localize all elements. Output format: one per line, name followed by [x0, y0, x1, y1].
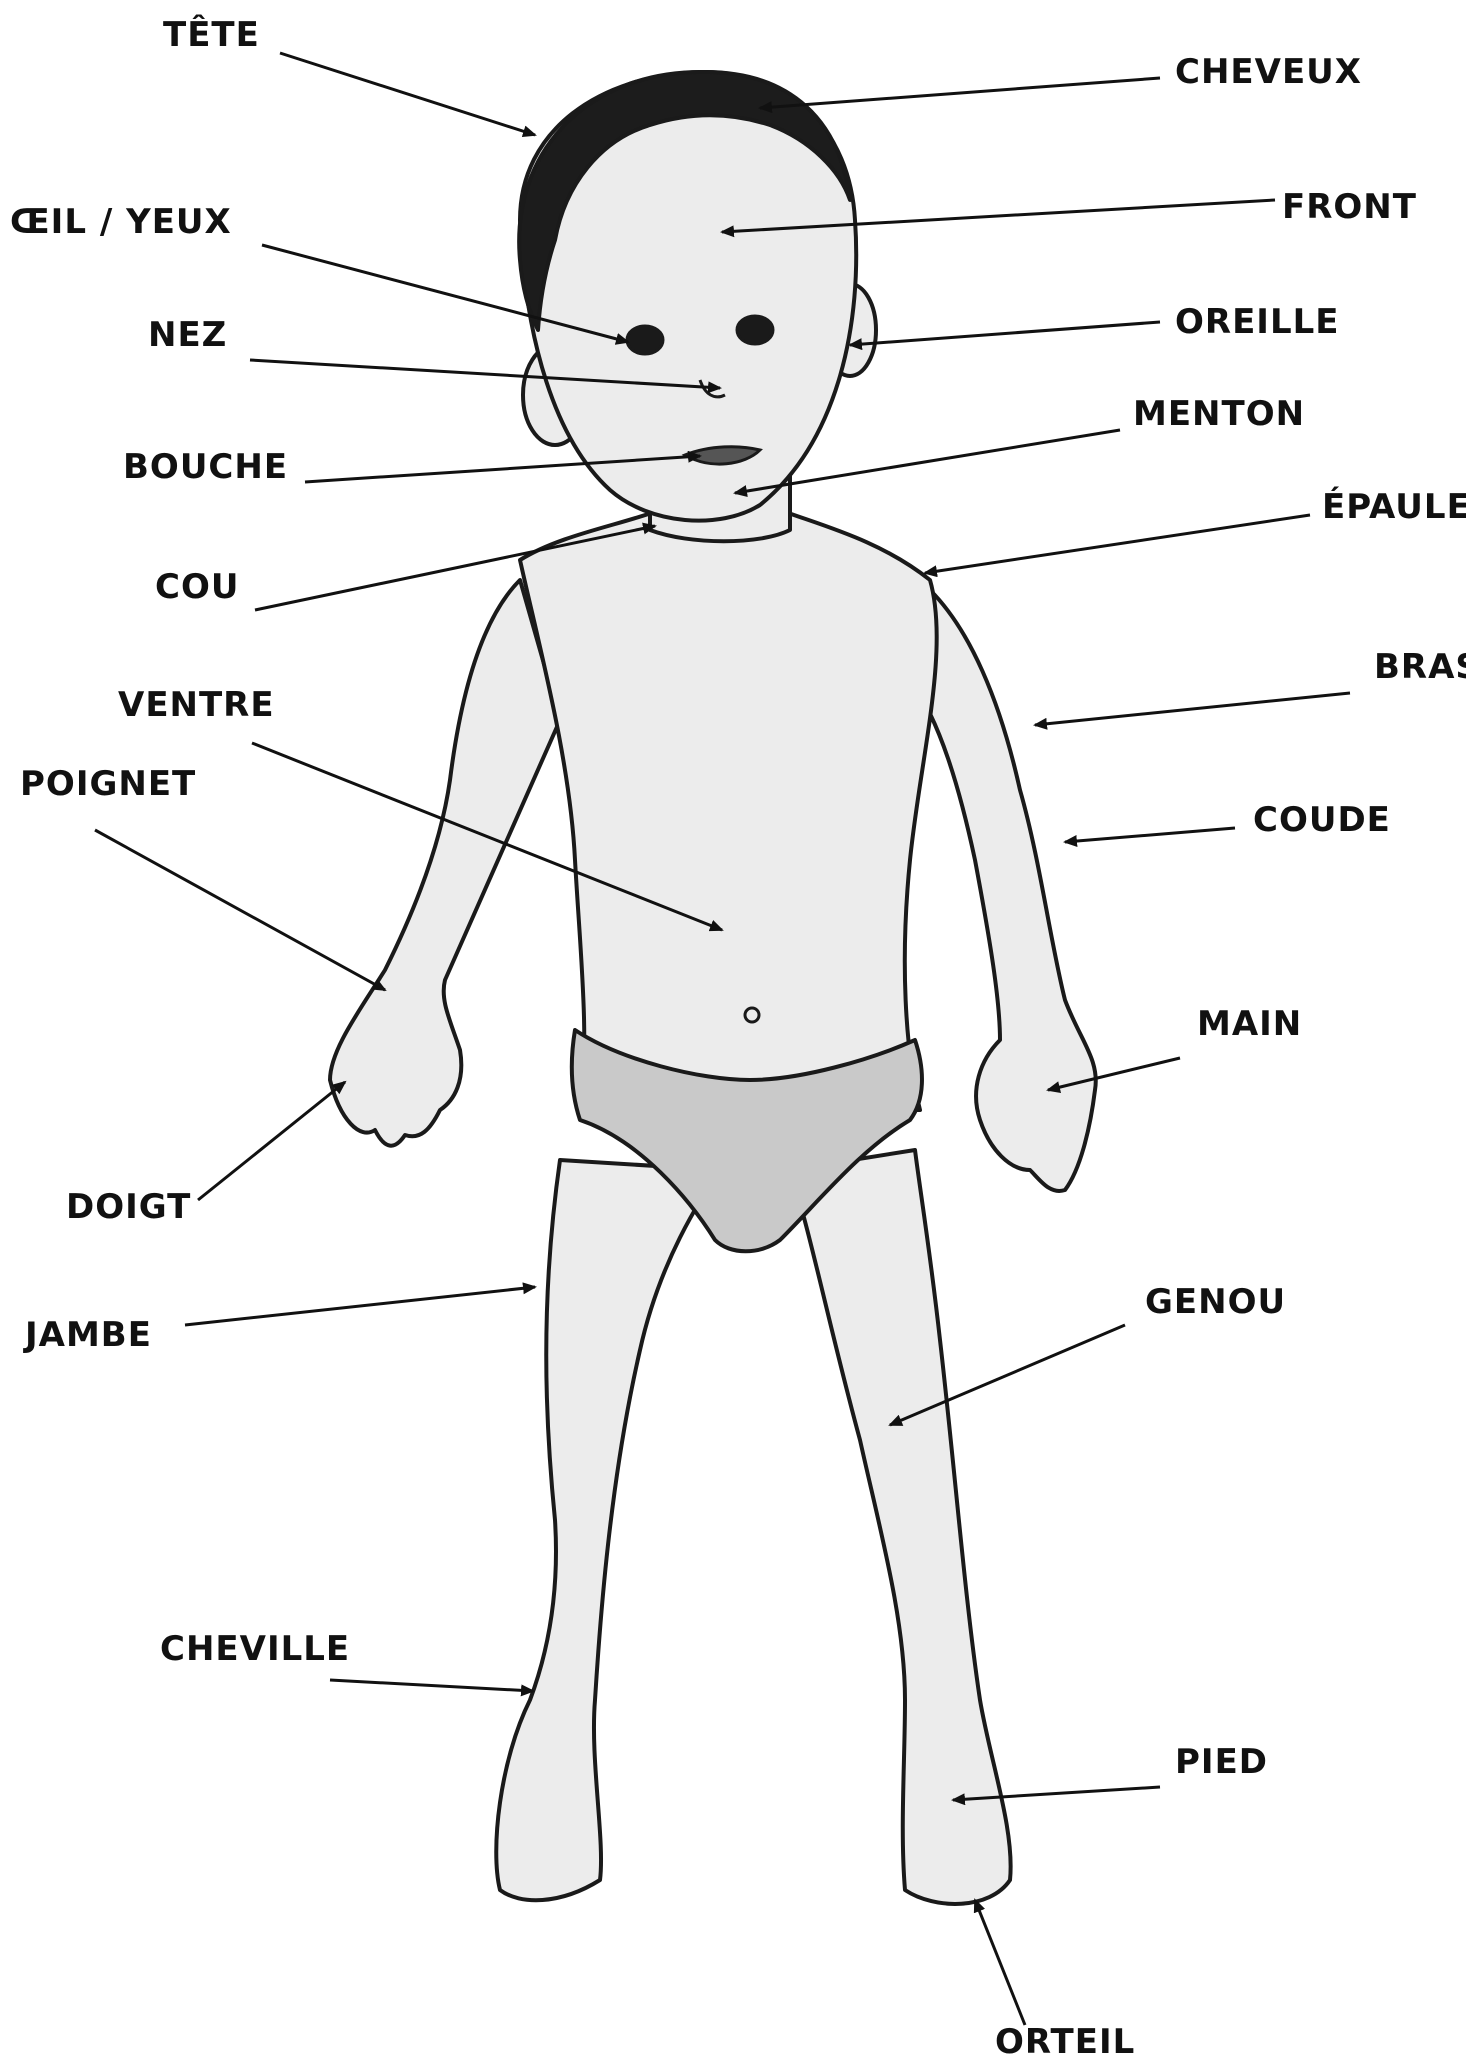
arrow-jambe — [185, 1287, 535, 1325]
arrow-cheville — [330, 1680, 533, 1691]
arrow-bouche — [305, 456, 700, 482]
label-ventre: VENTRE — [118, 688, 275, 722]
label-jambe: JAMBE — [25, 1318, 152, 1352]
label-front: FRONT — [1282, 190, 1417, 224]
label-poignet: POIGNET — [20, 767, 196, 801]
label-pied: PIED — [1175, 1745, 1268, 1779]
arrow-ventre — [252, 743, 722, 930]
label-cou: COU — [155, 570, 239, 604]
label-orteil: ORTEIL — [995, 2025, 1135, 2059]
label-coude: COUDE — [1253, 803, 1391, 837]
arrow-epaule — [925, 515, 1310, 573]
label-tete: TÊTE — [163, 18, 260, 52]
label-genou: GENOU — [1145, 1285, 1286, 1319]
arrow-orteil — [975, 1900, 1025, 2025]
arrow-pied — [953, 1787, 1160, 1800]
arrow-front — [722, 200, 1275, 232]
label-main: MAIN — [1197, 1007, 1302, 1041]
label-nez: NEZ — [148, 318, 227, 352]
arrow-cou — [255, 526, 655, 610]
label-cheville: CHEVILLE — [160, 1632, 350, 1666]
label-bouche: BOUCHE — [123, 450, 288, 484]
label-bras: BRAS — [1374, 650, 1466, 684]
label-menton: MENTON — [1133, 397, 1305, 431]
label-oreille: OREILLE — [1175, 305, 1340, 339]
label-oeil: ŒIL / YEUX — [10, 205, 232, 239]
arrow-bras — [1035, 693, 1350, 725]
arrow-genou — [890, 1325, 1125, 1425]
arrow-nez — [250, 360, 720, 388]
arrow-main — [1048, 1058, 1180, 1090]
arrow-oeil — [262, 245, 628, 342]
label-cheveux: CHEVEUX — [1175, 55, 1362, 89]
arrow-doigt — [198, 1082, 345, 1200]
arrow-cheveux — [760, 78, 1160, 108]
arrow-oreille — [850, 322, 1160, 345]
label-epaule: ÉPAULE — [1322, 490, 1466, 524]
label-doigt: DOIGT — [66, 1190, 191, 1224]
arrow-tete — [280, 53, 535, 135]
arrow-menton — [735, 430, 1120, 493]
arrow-coude — [1065, 828, 1235, 842]
arrow-poignet — [95, 830, 385, 990]
